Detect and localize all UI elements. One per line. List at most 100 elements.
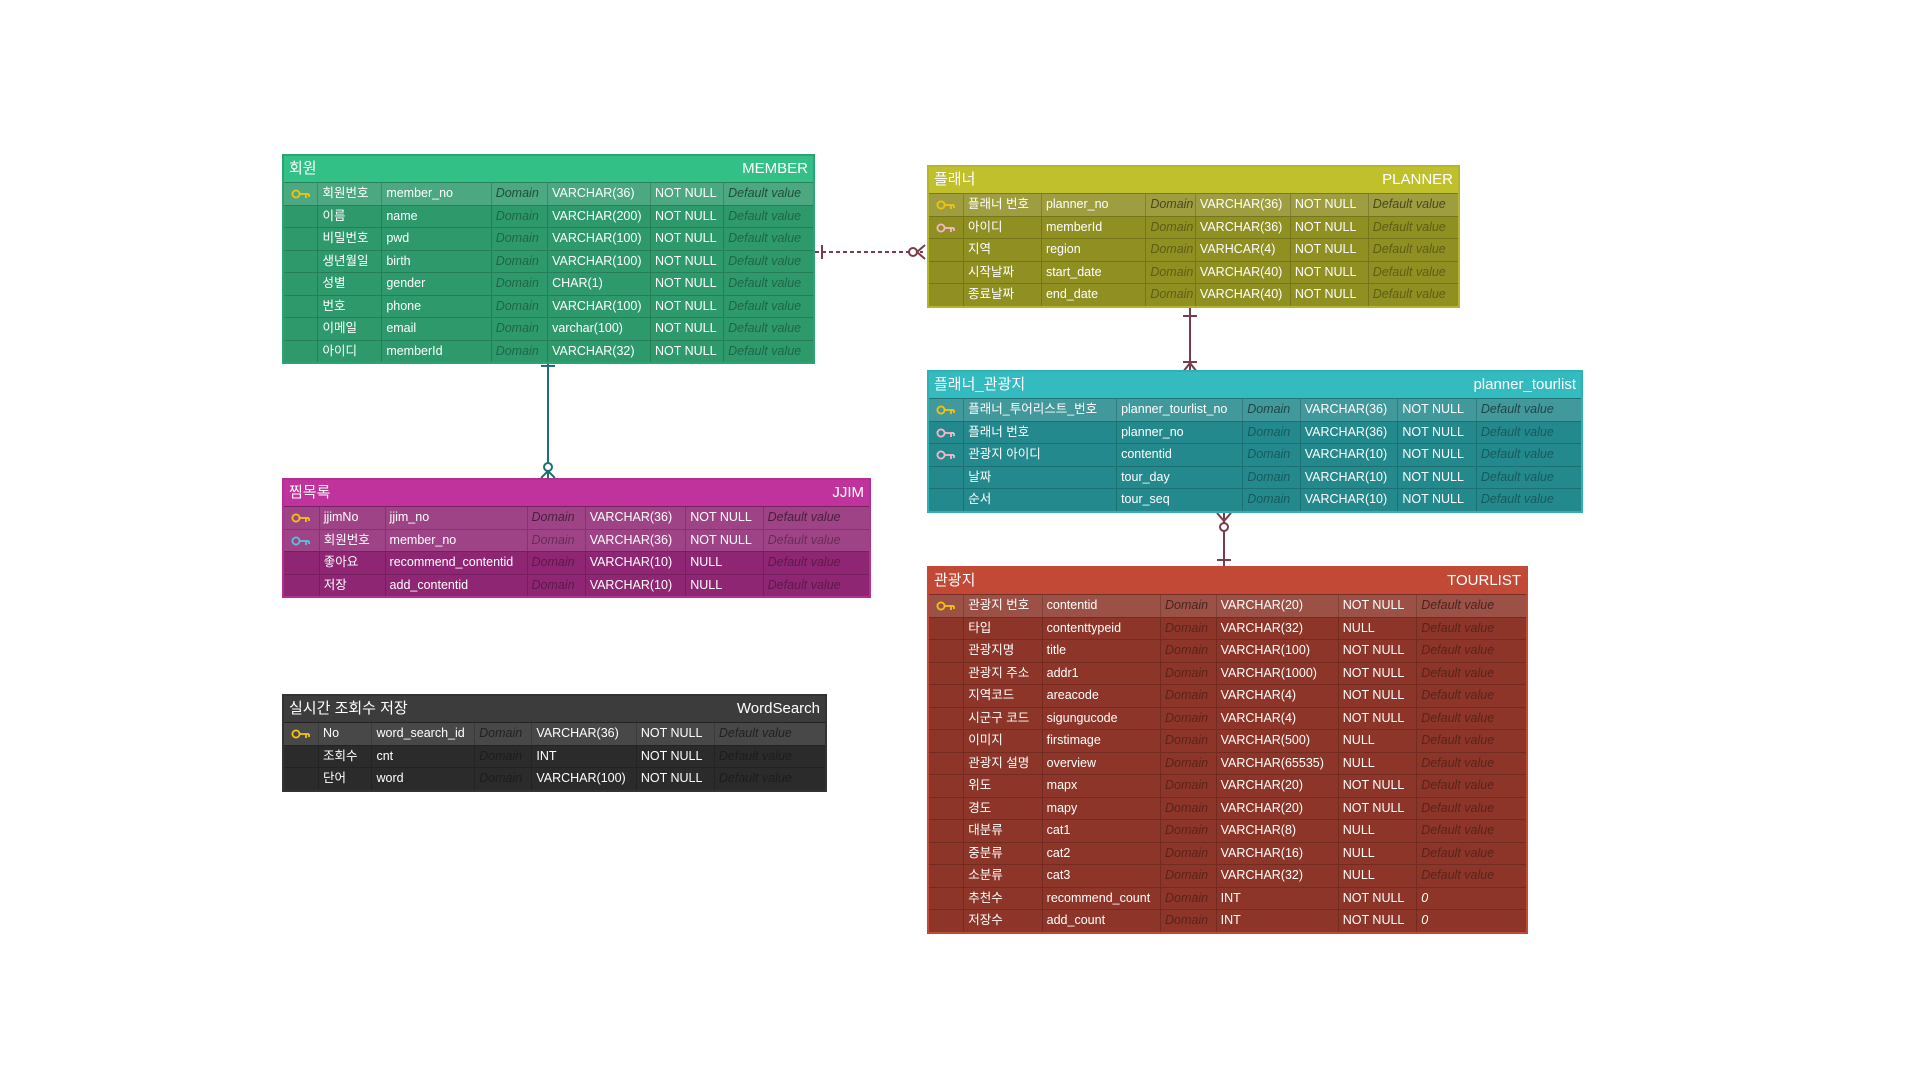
column-nullable: NOT NULL (1397, 466, 1476, 488)
column-type: VARCHAR(10) (584, 574, 686, 596)
column-default: Default value (762, 552, 869, 574)
column-default: Default value (1475, 444, 1581, 466)
column-physical-name: recommend_count (1041, 887, 1160, 909)
column-default: Default value (762, 529, 869, 551)
column-logical-name: jjimNo (318, 507, 385, 529)
column-nullable: NOT NULL (1397, 421, 1476, 443)
column-logical-name: 저장 (318, 574, 385, 596)
column-logical-name: 시작날짜 (963, 261, 1041, 283)
column-logical-name: 플래너 번호 (963, 421, 1116, 443)
column-type: VARCHAR(40) (1194, 284, 1290, 306)
column-physical-name: contenttypeid (1041, 617, 1160, 639)
column-type: VARCHAR(40) (1194, 261, 1290, 283)
key-cell (284, 552, 319, 574)
column-type: VARCHAR(20) (1215, 775, 1338, 797)
member-table-header[interactable]: 회원 MEMBER (284, 156, 813, 182)
planner-tourlist-table-header[interactable]: 플래너_관광지 planner_tourlist (929, 372, 1581, 398)
column-domain: Domain (1242, 444, 1300, 466)
column-logical-name: 관광지 주소 (963, 662, 1041, 684)
jjim-table-header[interactable]: 찜목록 JJIM (284, 480, 869, 506)
column-nullable: NOT NULL (1289, 216, 1368, 238)
column-domain: Domain (1160, 707, 1216, 729)
planner-table-header[interactable]: 플래너 PLANNER (929, 167, 1458, 193)
key-cell (929, 685, 963, 707)
column-physical-name: birth (381, 250, 490, 272)
column-type: VARCHAR(36) (584, 507, 686, 529)
column-default: Default value (1416, 775, 1526, 797)
column-physical-name: name (381, 205, 490, 227)
column-default: Default value (1416, 842, 1526, 864)
column-default: Default value (1416, 685, 1526, 707)
column-default: 0 (1416, 910, 1526, 932)
column-nullable: NOT NULL (650, 183, 723, 205)
column-logical-name: 관광지 아이디 (963, 444, 1116, 466)
foreign-key-icon (929, 444, 963, 466)
column-logical-name: 순서 (963, 489, 1116, 511)
column-type: VARCHAR(100) (1215, 640, 1338, 662)
tourlist-table-header[interactable]: 관광지 TOURLIST (929, 568, 1526, 594)
column-logical-name: 번호 (317, 295, 381, 317)
column-default: Default value (1416, 752, 1526, 774)
column-domain: Domain (1145, 216, 1195, 238)
column-type: VARCHAR(10) (1299, 489, 1398, 511)
column-type: VARCHAR(4) (1215, 707, 1338, 729)
column-nullable: NOT NULL (1337, 640, 1416, 662)
column-physical-name: mapy (1041, 797, 1160, 819)
key-cell (284, 228, 317, 250)
wordsearch-table-header[interactable]: 실시간 조회수 저장 WordSearch (284, 696, 825, 722)
column-logical-name: 생년월일 (317, 250, 381, 272)
column-nullable: NOT NULL (1337, 910, 1416, 932)
column-type: INT (1215, 887, 1338, 909)
column-type: VARCHAR(20) (1215, 595, 1338, 617)
key-cell (929, 865, 963, 887)
member-table-logical-name: 회원 (289, 160, 317, 177)
